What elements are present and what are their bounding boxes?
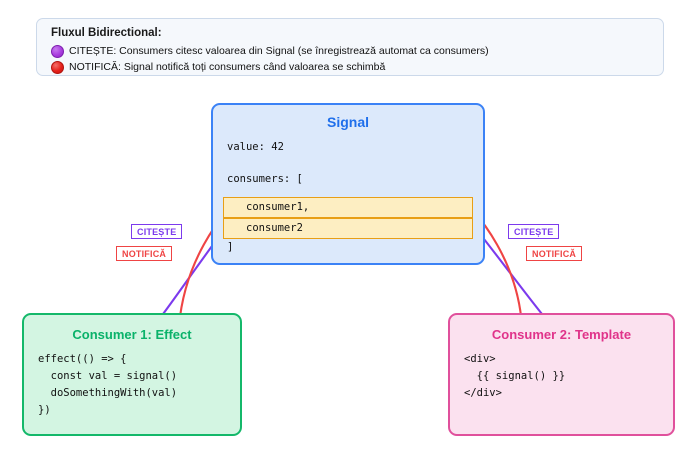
legend-item-read: CITEȘTE: Consumers citesc valoarea din S… <box>51 44 649 59</box>
signal-consumers-label: consumers: [ <box>227 173 303 185</box>
consumer2-title: Consumer 2: Template <box>491 327 632 342</box>
edge-label-read-left: CITEȘTE <box>131 224 183 239</box>
signal-consumer-entry-1: consumer1, <box>223 197 473 218</box>
legend-item-read-label: CITEȘTE: Consumers citesc valoarea din S… <box>69 45 489 57</box>
signal-title: Signal <box>326 114 369 130</box>
edge-label-notify-right: NOTIFICĂ <box>526 246 583 261</box>
legend-title: Fluxul Bidirectional: <box>51 27 162 39</box>
legend-banner: Fluxul Bidirectional: CITEȘTE: Consumers… <box>36 18 664 76</box>
signal-consumer-entry-2: consumer2 <box>223 218 473 239</box>
legend-item-notify: NOTIFICĂ: Signal notifică toți consumers… <box>51 60 649 75</box>
signal-node: Signal value: 42 consumers: [ consumer1,… <box>211 103 485 265</box>
signal-value-line: value: 42 <box>227 141 284 153</box>
signal-close-bracket: ] <box>227 241 234 253</box>
consumer2-code: <div> {{ signal() }} </div> <box>464 353 566 399</box>
consumer2-node: Consumer 2: Template <div> {{ signal() }… <box>448 313 675 436</box>
consumer1-node: Consumer 1: Effect effect(() => { const … <box>22 313 242 436</box>
edge-label-notify-left: NOTIFICĂ <box>116 246 173 261</box>
consumer1-title: Consumer 1: Effect <box>72 327 192 342</box>
legend-item-notify-label: NOTIFICĂ: Signal notifică toți consumers… <box>69 61 386 73</box>
consumer1-code: effect(() => { const val = signal() doSo… <box>38 353 178 416</box>
red-dot-icon <box>51 61 64 74</box>
edge-label-read-right: CITEȘTE <box>508 224 560 239</box>
purple-dot-icon <box>51 45 64 58</box>
